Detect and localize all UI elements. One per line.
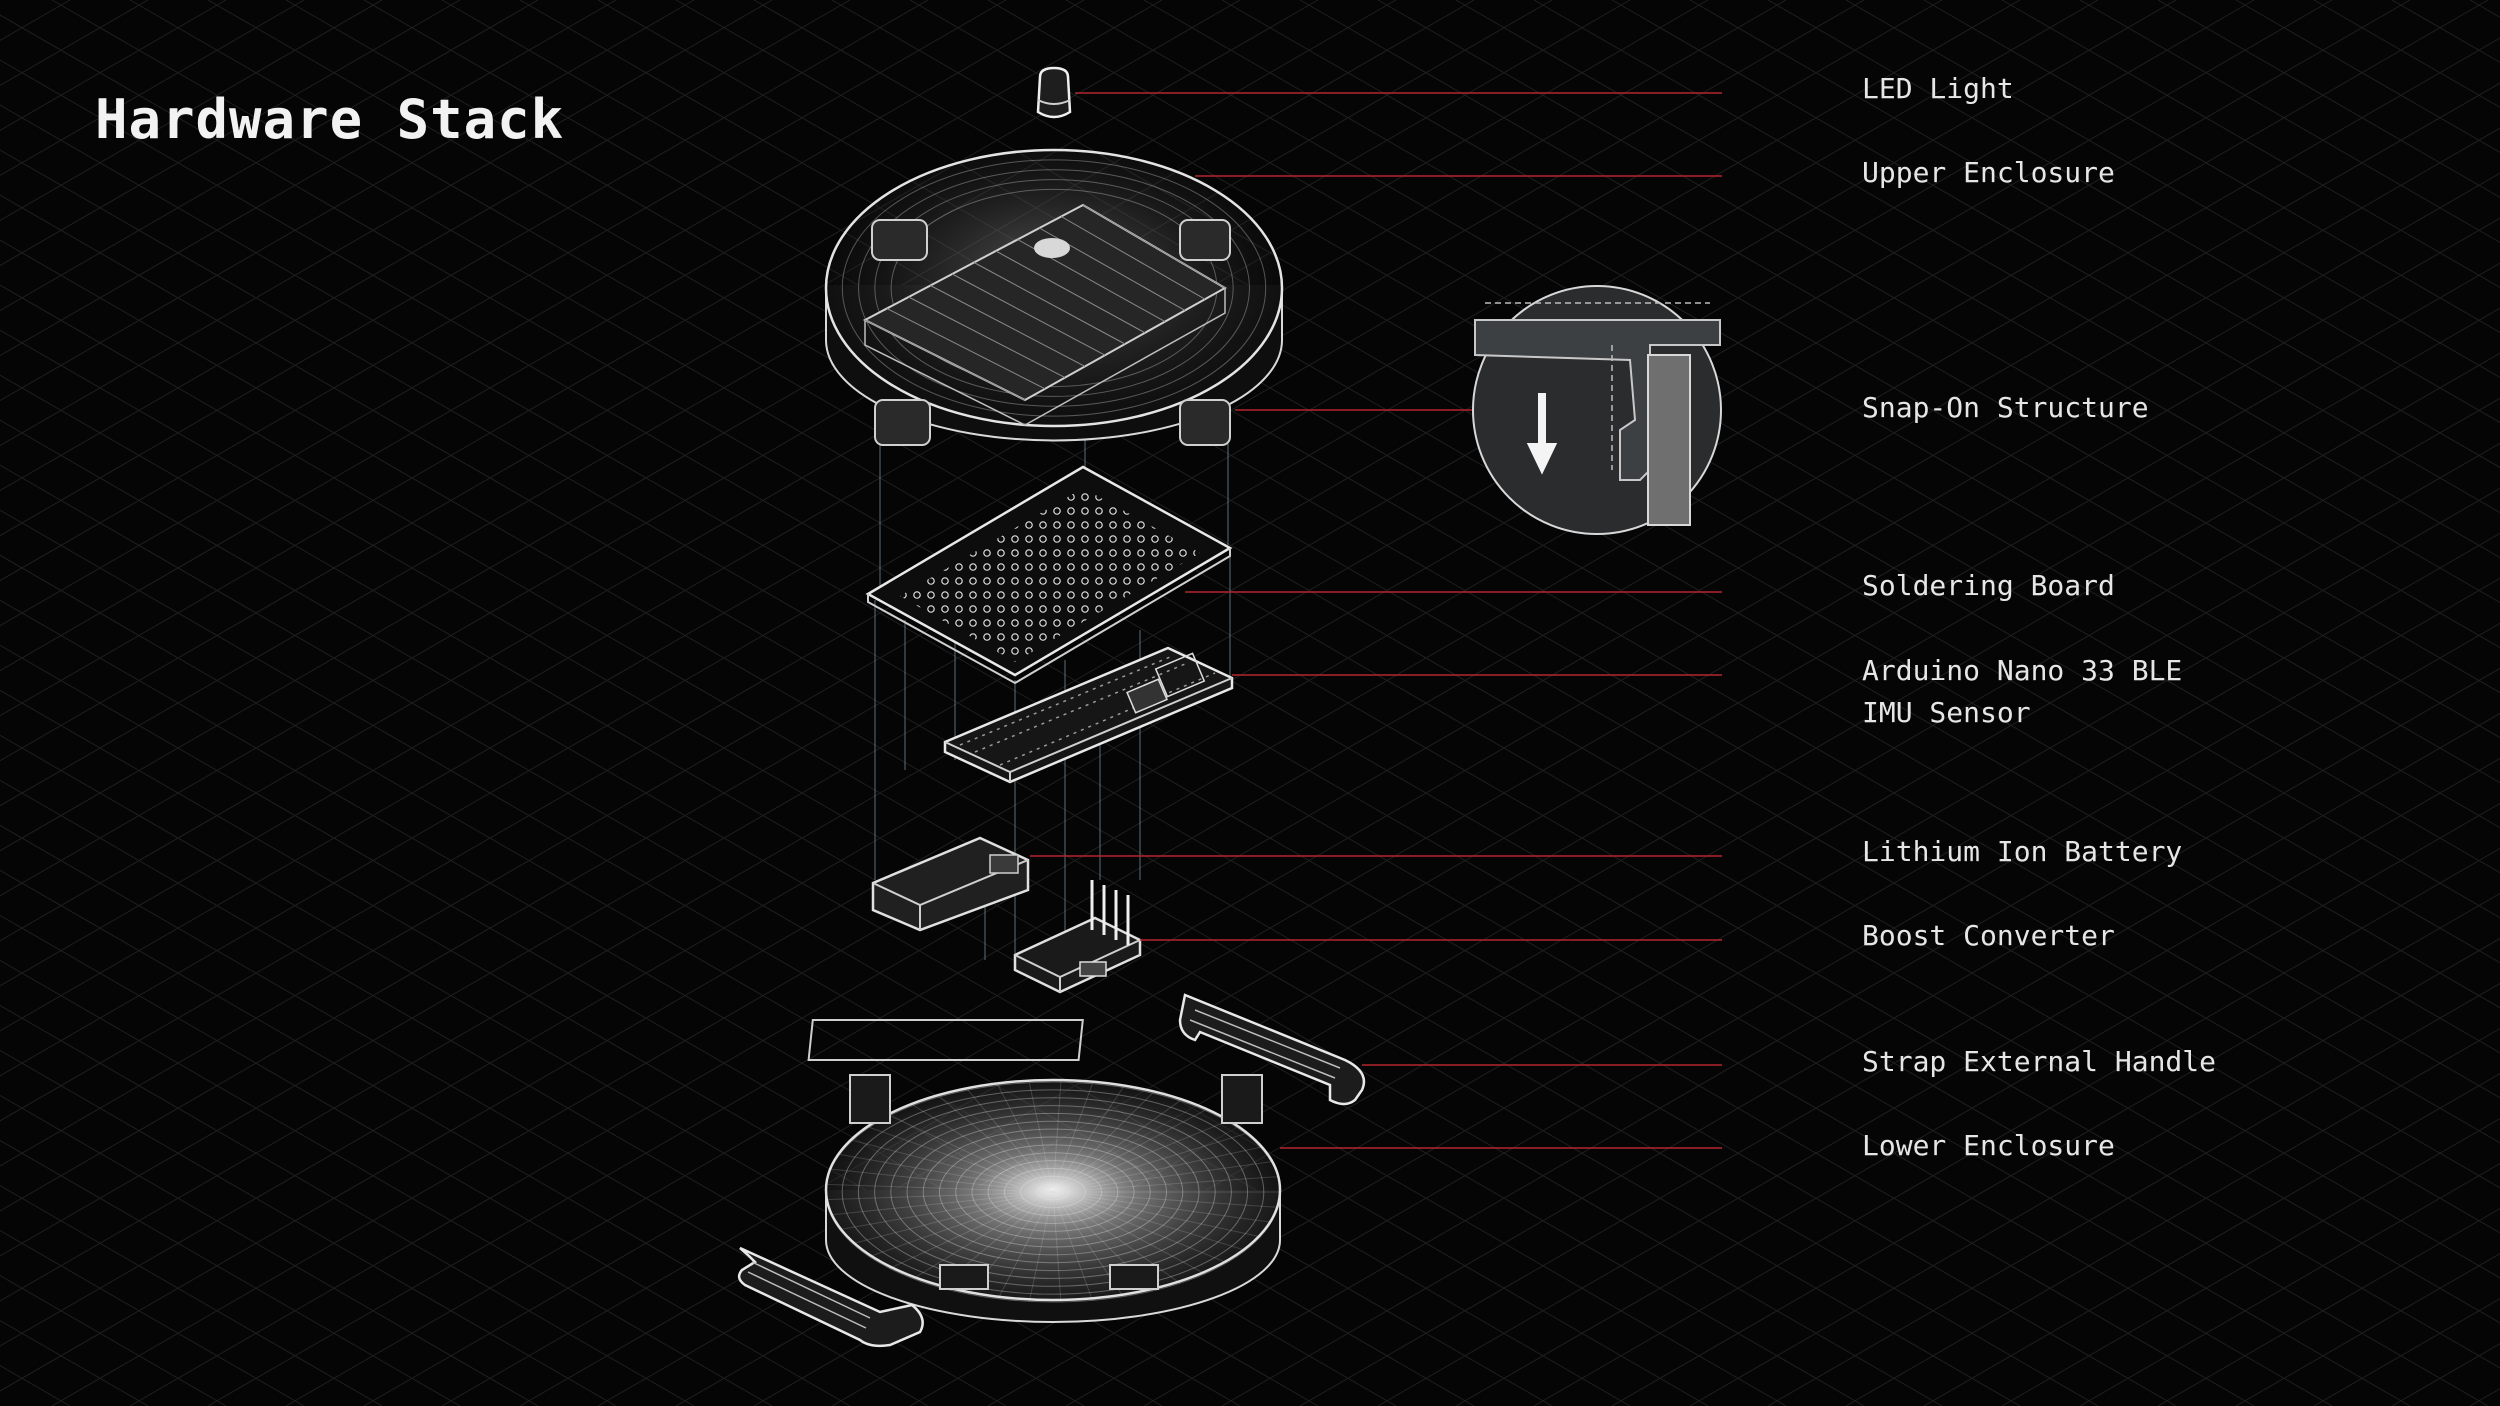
callout-boost-converter: Boost Converter (1862, 915, 2115, 957)
strap-handle-lower (737, 1246, 924, 1348)
callout-line: Snap-On Structure (1862, 391, 2149, 424)
lower-enclosure-part (807, 1019, 1282, 1323)
callout-arduino-imu: Arduino Nano 33 BLE IMU Sensor (1862, 650, 2182, 734)
boost-converter-part (1013, 880, 1142, 994)
callout-lithium-ion-battery: Lithium Ion Battery (1862, 831, 2182, 873)
callout-line: Arduino Nano 33 BLE (1862, 654, 2183, 687)
page-title: Hardware Stack (95, 88, 565, 151)
callout-line: Lithium Ion Battery (1862, 835, 2183, 868)
callout-line: Strap External Handle (1862, 1045, 2217, 1078)
soldering-board-part (865, 465, 1233, 685)
snap-on-detail (1472, 285, 1722, 535)
callout-soldering-board: Soldering Board (1862, 565, 2115, 607)
led-part (1036, 66, 1072, 119)
arduino-board-part (943, 646, 1234, 784)
upper-enclosure-part (824, 148, 1284, 446)
strap-handle-upper (1178, 993, 1366, 1106)
callout-strap-external-handle: Strap External Handle (1862, 1041, 2216, 1083)
callout-upper-enclosure: Upper Enclosure (1862, 152, 2115, 194)
callout-line: IMU Sensor (1862, 696, 2031, 729)
callout-lower-enclosure: Lower Enclosure (1862, 1125, 2115, 1167)
leader-lines (1030, 92, 1722, 1149)
callout-led-light: LED Light (1862, 68, 2014, 110)
callout-line: Lower Enclosure (1862, 1129, 2115, 1162)
callout-line: Upper Enclosure (1862, 156, 2115, 189)
callout-line: Boost Converter (1862, 919, 2115, 952)
callout-snap-on-structure: Snap-On Structure (1862, 387, 2149, 429)
battery-part (871, 836, 1030, 932)
callout-line: Soldering Board (1862, 569, 2115, 602)
callout-line: LED Light (1862, 72, 2014, 105)
